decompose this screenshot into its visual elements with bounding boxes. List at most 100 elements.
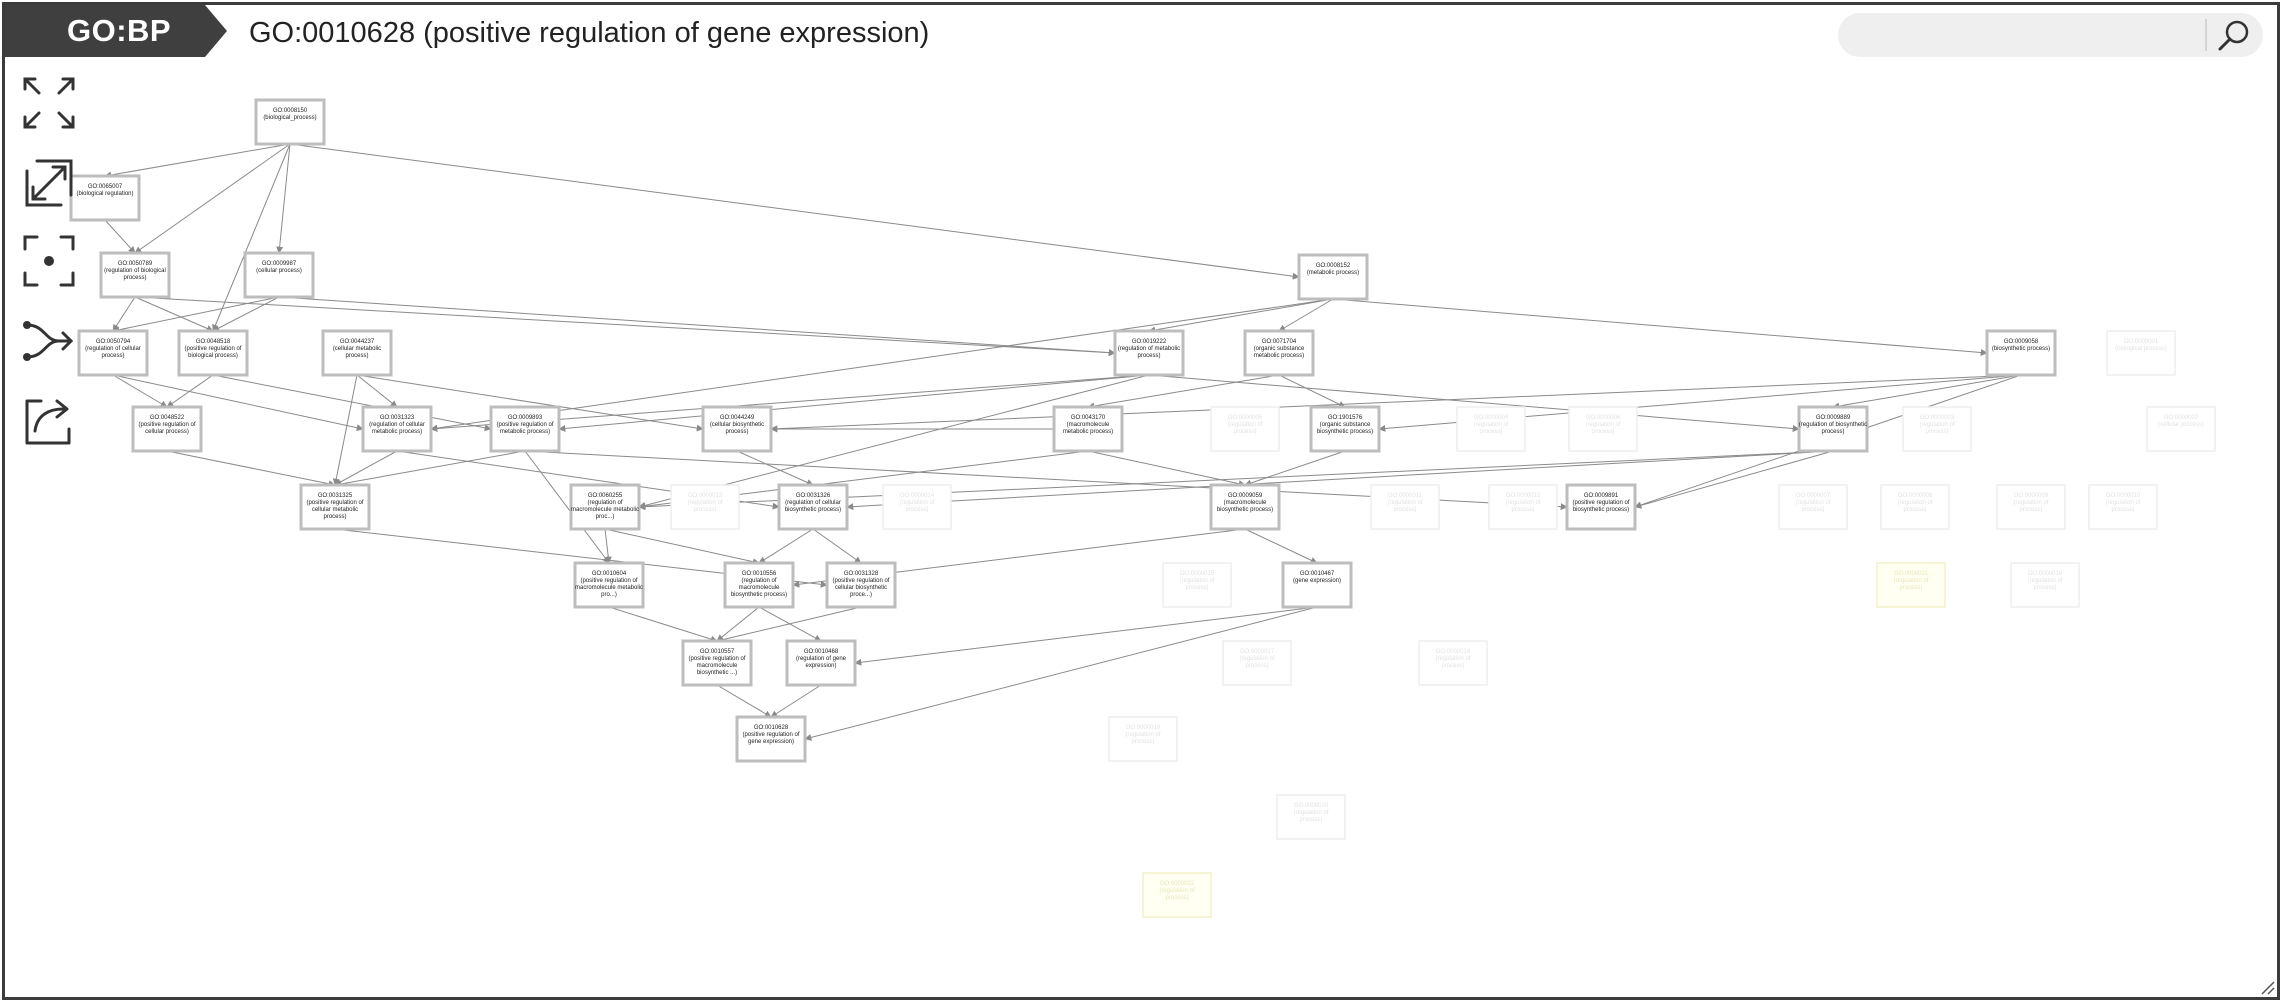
search-divider <box>2205 19 2207 51</box>
node-label: cellular metabolic <box>312 507 358 513</box>
search-input[interactable] <box>1854 19 2198 53</box>
node-id: GO:0010467 <box>1300 571 1335 577</box>
edge-n13-n15 <box>604 528 612 564</box>
node-box <box>1222 640 1292 686</box>
node-label: biosynthetic process) <box>1573 507 1629 513</box>
edge-n7-n12 <box>332 374 358 486</box>
node-label: (biosynthetic process) <box>1992 346 2050 352</box>
node-label: (cellular process) <box>256 268 302 274</box>
node-box <box>1052 405 1124 453</box>
expand-all-button[interactable] <box>19 73 79 133</box>
edge-n3-n5 <box>112 296 136 332</box>
term-node-go-0031326[interactable]: GO:0031326(regulation of cellularbiosynt… <box>777 483 849 531</box>
node-id: GO:0010556 <box>742 571 777 577</box>
node-box <box>825 561 897 609</box>
node-label: (regulation of <box>1387 500 1422 506</box>
node-label: (regulation of <box>1505 500 1540 506</box>
node-label: process) <box>345 353 368 359</box>
term-node-go-0010604[interactable]: GO:0010604(positive regulation ofmacromo… <box>573 561 645 609</box>
term-node-go-0009893[interactable]: GO:0009893(positive regulation ofmetabol… <box>489 405 561 453</box>
edge-n21-n22 <box>1148 298 1334 334</box>
term-node-go-0010557[interactable]: GO:0010557(positive regulation ofmacromo… <box>681 639 753 687</box>
term-node-go-0031328[interactable]: GO:0031328(positive regulation ofcellula… <box>825 561 897 609</box>
node-id: GO:0000005 <box>1228 415 1263 421</box>
term-node-go-0048518[interactable]: GO:0048518(positive regulation ofbiologi… <box>177 329 249 377</box>
edge-n9-n12 <box>334 450 398 486</box>
focus-term-button[interactable] <box>19 231 79 291</box>
node-label: metabolic process) <box>500 429 550 435</box>
node-box <box>569 483 641 531</box>
node-box <box>1996 484 2066 530</box>
node-id: GO:0000018 <box>1436 649 1471 655</box>
term-node-go-0048522[interactable]: GO:0048522(positive regulation ofcellula… <box>131 405 203 453</box>
term-node-go-0008152[interactable]: GO:0008152(metabolic process) <box>1297 253 1369 301</box>
term-node-go-0009891[interactable]: GO:0009891(positive regulation ofbiosynt… <box>1565 483 1637 531</box>
node-label: process) <box>1925 429 1948 435</box>
term-node-go-0009987[interactable]: GO:0009987(cellular process) <box>243 251 315 299</box>
edge-n10-n12 <box>334 450 526 488</box>
term-node-go-0009889[interactable]: GO:0009889(regulation of biosyntheticpro… <box>1797 405 1869 453</box>
node-id: GO:0044249 <box>720 415 755 421</box>
edge-n4-n6 <box>212 296 280 332</box>
node-label: (regulation of biological <box>104 268 166 274</box>
search-button[interactable] <box>2214 17 2254 53</box>
node-label: (regulation of <box>1435 656 1470 662</box>
search-icon <box>2218 20 2249 51</box>
node-box <box>1113 329 1185 377</box>
term-node-go-0010556[interactable]: GO:0010556(regulation ofmacromoleculebio… <box>723 561 795 609</box>
term-node-go-1901576[interactable]: GO:1901576(organic substancebiosynthetic… <box>1309 405 1381 453</box>
node-label: (organic substance <box>1254 346 1305 352</box>
term-node-go-0050794[interactable]: GO:0050794(regulation of cellularprocess… <box>77 329 149 377</box>
node-label: process) <box>1299 817 1322 823</box>
node-id: GO:0048518 <box>196 339 231 345</box>
go-term-graph[interactable]: GO:0000001(biological process)GO:0000002… <box>5 5 2280 1000</box>
node-label: metabolic process) <box>1063 429 1113 435</box>
share-export-button[interactable] <box>19 391 79 451</box>
node-label: process) <box>1479 429 1502 435</box>
fit-to-screen-button[interactable] <box>19 153 79 213</box>
node-label: biosynthetic process) <box>785 507 841 513</box>
term-node-go-0031323[interactable]: GO:0031323(regulation of cellularmetabol… <box>361 405 433 453</box>
node-label: (regulation of <box>2027 578 2062 584</box>
edge-n15-n18 <box>608 606 718 643</box>
term-node-go-0065007[interactable]: GO:0065007(biological regulation) <box>69 174 141 222</box>
node-label: (regulation of <box>1919 422 1954 428</box>
term-node-go-0010467[interactable]: GO:0010467(gene expression) <box>1281 561 1353 609</box>
term-node-go-0050789[interactable]: GO:0050789(regulation of biologicalproce… <box>99 251 171 299</box>
term-node-go-0008150[interactable]: GO:0008150(biological_process) <box>254 98 326 146</box>
node-id: GO:0000010 <box>2106 493 2141 499</box>
node-id: GO:0065007 <box>88 184 123 190</box>
term-title: GO:0010628 (positive regulation of gene … <box>249 17 930 49</box>
node-id: GO:0009987 <box>262 261 297 267</box>
edge-n27-n19 <box>854 606 1318 666</box>
term-node-go-0019222[interactable]: GO:0019222(regulation of metabolicproces… <box>1113 329 1185 377</box>
fit-to-screen-icon <box>25 159 73 207</box>
resize-handle-icon[interactable] <box>2259 979 2275 995</box>
node-label: proce...) <box>850 592 872 598</box>
node-box <box>882 484 952 530</box>
node-box <box>1778 484 1848 530</box>
node-box <box>299 483 371 531</box>
node-id: GO:0000003 <box>1920 415 1955 421</box>
node-label: (regulation of <box>2105 500 2140 506</box>
node-id: GO:0031325 <box>318 493 353 499</box>
node-id: GO:1901576 <box>1328 415 1363 421</box>
term-node-go-0009058[interactable]: GO:0009058(biosynthetic process) <box>1985 329 2057 377</box>
merge-paths-button[interactable] <box>19 311 79 371</box>
term-node-go-0031325[interactable]: GO:0031325(positive regulation ofcellula… <box>299 483 371 531</box>
node-label: biosynthetic ...) <box>697 670 737 676</box>
node-box <box>2010 562 2080 608</box>
node-label: (regulation of <box>1293 810 1328 816</box>
node-label: process) <box>725 429 748 435</box>
edge-n4-n5 <box>112 296 280 334</box>
